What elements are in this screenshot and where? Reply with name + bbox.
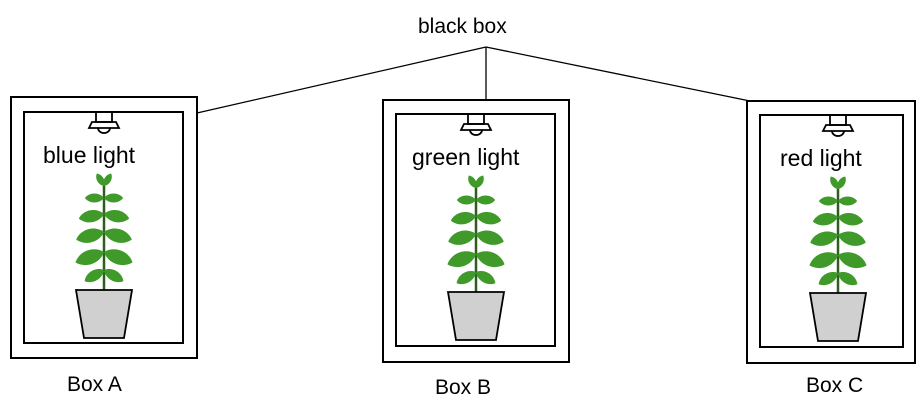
- lamp-icon: [87, 112, 121, 134]
- box-c: red light Box C: [746, 100, 916, 397]
- box-a-light-label: blue light: [43, 142, 136, 168]
- box-c-inner-frame: [759, 114, 904, 348]
- box-b-light-label: green light: [412, 144, 520, 170]
- box-a-outer-frame: [10, 96, 198, 359]
- black-box-label: black box: [418, 15, 507, 38]
- box-c-light-label: red light: [780, 145, 862, 171]
- connector-line-c: [485, 46, 751, 102]
- box-a: blue light Box A: [10, 96, 198, 396]
- potted-plant-icon: [806, 174, 870, 342]
- box-b-inner-frame: [395, 113, 556, 347]
- box-a-caption: Box A: [67, 373, 122, 396]
- box-b: green light Box B: [382, 99, 570, 399]
- box-a-inner-frame: [23, 111, 184, 344]
- box-c-caption: Box C: [806, 374, 863, 397]
- box-c-outer-frame: [746, 100, 916, 364]
- connector-line-a: [196, 46, 487, 114]
- lamp-icon: [821, 115, 855, 137]
- box-b-caption: Box B: [435, 376, 491, 399]
- potted-plant-icon: [444, 173, 508, 341]
- lamp-icon: [459, 114, 493, 136]
- connector-lines: [196, 46, 751, 114]
- box-b-outer-frame: [382, 99, 570, 363]
- potted-plant-icon: [72, 171, 136, 339]
